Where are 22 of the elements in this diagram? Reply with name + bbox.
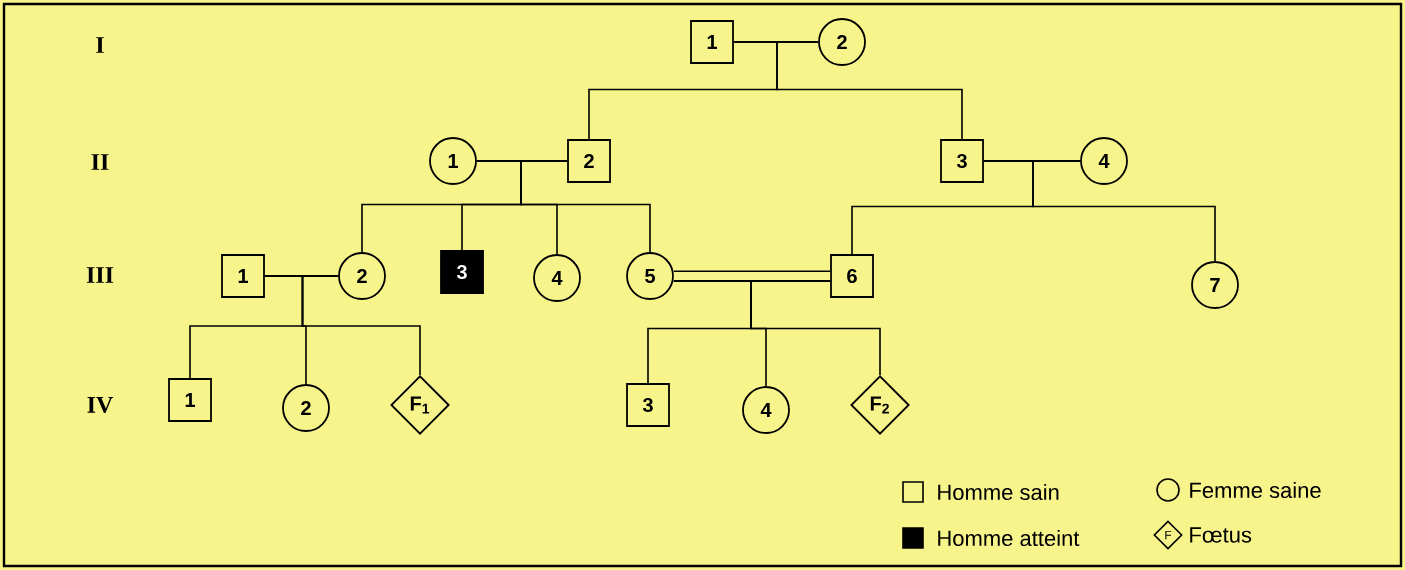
descent-line	[673, 280, 881, 376]
legend-label: Fœtus	[1190, 527, 1252, 543]
male-square: 3	[940, 139, 984, 183]
descent-line	[983, 160, 1216, 262]
legend-label: Homme sain	[938, 483, 1059, 501]
legend-label: Homme atteint	[938, 529, 1080, 547]
male-square: 6	[830, 254, 874, 298]
generation-label: III	[86, 267, 114, 283]
consanguineous-marriage-line	[673, 270, 831, 282]
descent-line	[733, 41, 963, 140]
male-square: 1	[221, 254, 265, 298]
descent-line	[476, 160, 651, 253]
affected-male-square: 3	[440, 250, 484, 294]
generation-label: IV	[87, 396, 114, 414]
generation-label: II	[91, 154, 109, 170]
male-square: 2	[567, 139, 611, 183]
generation-label: I	[96, 37, 104, 53]
male-square: 1	[168, 378, 212, 422]
male-square: 3	[626, 383, 670, 427]
legend-label: Femme saine	[1190, 481, 1321, 499]
male-square: 1	[690, 20, 734, 64]
descent-line	[264, 275, 421, 376]
